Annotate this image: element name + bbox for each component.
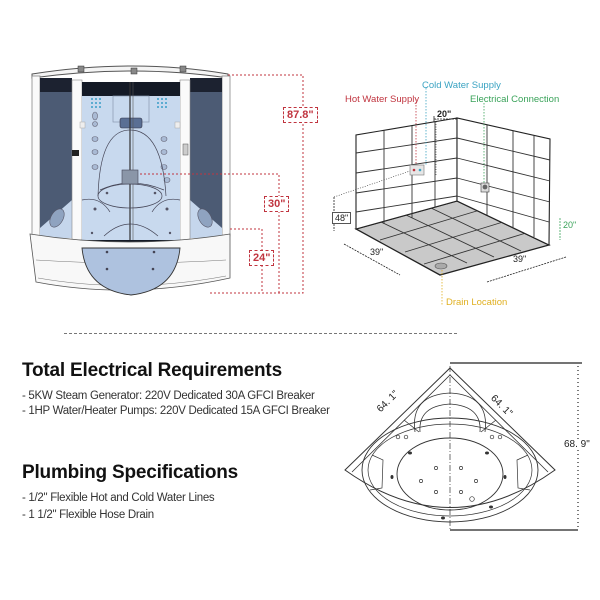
electrical-height-dimension: 20" <box>563 220 577 230</box>
total-height-dimension: 87.8" <box>283 107 318 123</box>
section-divider <box>64 333 457 334</box>
seat-height-dimension: 30" <box>264 196 290 212</box>
plumbing-item: - 1/2" Flexible Hot and Cold Water Lines <box>22 492 215 504</box>
tile-room-drawing <box>333 88 567 305</box>
tub-plan-drawing <box>344 362 582 531</box>
rough-in-diagram: Cold Water Supply Hot Water Supply Elect… <box>320 60 600 320</box>
hot-water-supply-label: Hot Water Supply <box>345 94 420 105</box>
cold-water-supply-label: Cold Water Supply <box>422 80 501 91</box>
supply-height-dimension: 48" <box>332 212 352 224</box>
plumbing-item: - 1 1/2" Flexible Hose Drain <box>22 509 154 521</box>
electrical-connection-label: Electrical Connection <box>470 94 560 105</box>
shower-front-view: 87.8" 30" 24" <box>0 0 320 320</box>
electrical-item: - 1HP Water/Heater Pumps: 220V Dedicated… <box>22 405 330 417</box>
shower-unit-drawing <box>29 65 304 296</box>
corner-tub-plan: 64. 1" 64. 1" 68. 9" <box>330 355 600 535</box>
supply-offset-dimension: 20" <box>437 109 452 119</box>
floor-right-dimension: 39" <box>513 254 527 264</box>
tub-height-dimension: 24" <box>249 250 275 266</box>
electrical-item: - 5KW Steam Generator: 220V Dedicated 30… <box>22 390 315 402</box>
electrical-title: Total Electrical Requirements <box>22 360 282 381</box>
plumbing-title: Plumbing Specifications <box>22 462 239 483</box>
tub-depth-dimension: 68. 9" <box>564 439 590 450</box>
floor-left-dimension: 39" <box>370 247 384 257</box>
drain-location-label: Drain Location <box>446 297 508 308</box>
